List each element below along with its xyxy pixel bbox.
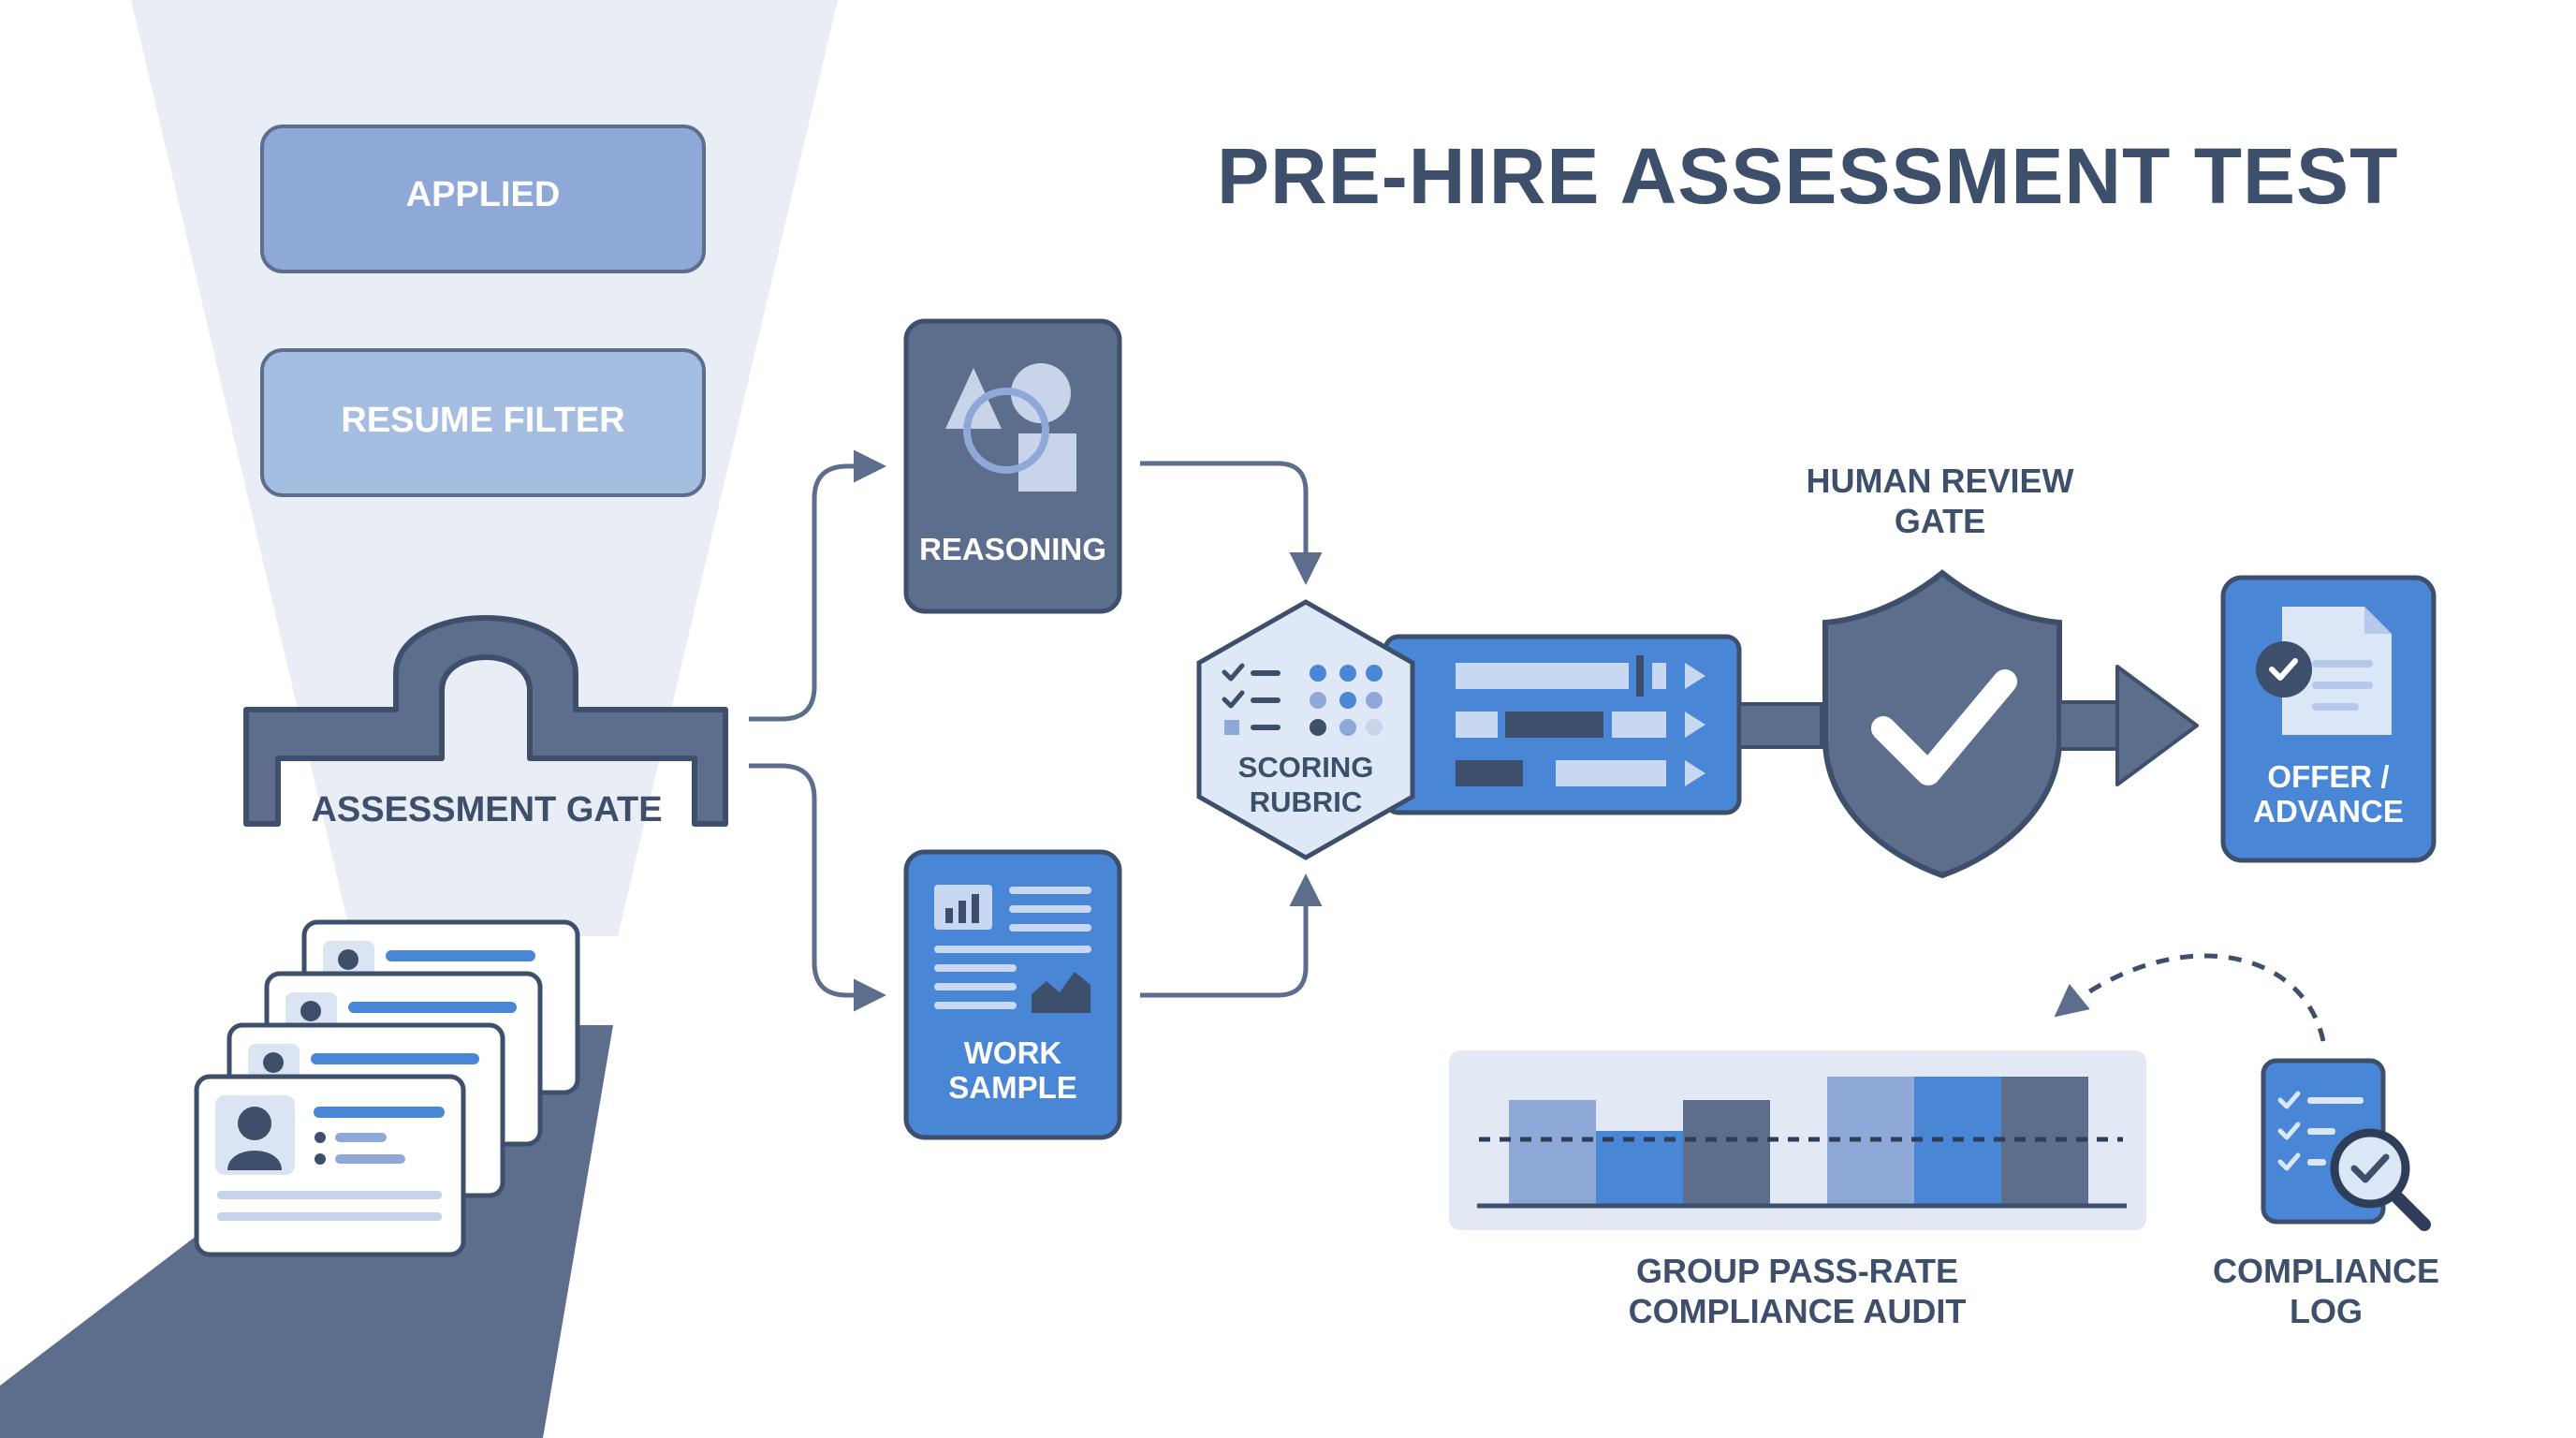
resume-filter-stage-box	[260, 348, 706, 497]
pass-rate-bar	[1596, 1131, 1683, 1205]
reasoning-label: REASONING	[919, 532, 1106, 566]
human-review-gate-label: HUMAN REVIEW GATE	[1750, 461, 2130, 541]
work-sample-label-line1: WORK	[963, 1035, 1062, 1070]
work-sample-label-line2: SAMPLE	[948, 1069, 1077, 1105]
shapes-icon	[945, 363, 1076, 492]
compliance-log-line2: LOG	[2290, 1292, 2363, 1331]
checklist-icon	[2277, 1091, 2364, 1171]
candidate-card	[194, 1074, 466, 1257]
compliance-audit-label: GROUP PASS-RATE COMPLIANCE AUDIT	[1516, 1251, 2078, 1331]
rubric-checklist-icon	[1222, 663, 1383, 736]
compliance-log-label: COMPLIANCE LOG	[2181, 1251, 2471, 1331]
offer-advance-line1: OFFER /	[2267, 759, 2390, 794]
scoring-rubric-line2: RUBRIC	[1249, 785, 1363, 819]
human-review-line1: HUMAN REVIEW	[1806, 462, 2074, 500]
report-icon	[934, 885, 1091, 1013]
applied-label: APPLIED	[405, 175, 561, 214]
work-sample-label: WORK SAMPLE	[906, 1035, 1120, 1106]
assessment-gate-label: ASSESSMENT GATE	[311, 790, 663, 829]
arrow-to-work-sample	[749, 763, 886, 1012]
approved-document-icon	[2256, 607, 2392, 735]
shield-check-icon	[1822, 569, 2062, 879]
human-review-line2: GATE	[1894, 502, 1986, 541]
page-title: PRE-HIRE ASSESSMENT TEST	[1217, 132, 2399, 220]
compliance-audit-line1: GROUP PASS-RATE	[1635, 1252, 1959, 1290]
assessment-gate-arch	[243, 615, 728, 827]
resume-filter-label: RESUME FILTER	[341, 401, 625, 440]
score-bars	[1456, 655, 1705, 786]
pass-rate-bar	[1509, 1100, 1596, 1205]
offer-advance-label: OFFER / ADVANCE	[2223, 759, 2434, 829]
offer-advance-line2: ADVANCE	[2253, 793, 2404, 829]
scoring-rubric-label: SCORING RUBRIC	[1208, 750, 1404, 819]
compliance-audit-line2: COMPLIANCE AUDIT	[1628, 1292, 1967, 1331]
arrow-reasoning-to-rubric	[1140, 461, 1323, 585]
arrow-to-reasoning	[749, 449, 886, 722]
audit-feedback-arrow	[2054, 953, 2326, 1042]
applied-stage-box	[260, 125, 706, 273]
magnifier-icon	[2330, 1128, 2431, 1231]
scoring-rubric-line1: SCORING	[1237, 751, 1374, 784]
compliance-log-line1: COMPLIANCE	[2213, 1252, 2439, 1290]
arrow-to-offer	[2057, 665, 2199, 786]
connector-bar	[1737, 702, 1823, 749]
arrow-work-sample-to-rubric	[1140, 873, 1323, 998]
scoring-rubric-hexagon	[1196, 599, 1415, 860]
pass-rate-bar	[1683, 1100, 1770, 1205]
